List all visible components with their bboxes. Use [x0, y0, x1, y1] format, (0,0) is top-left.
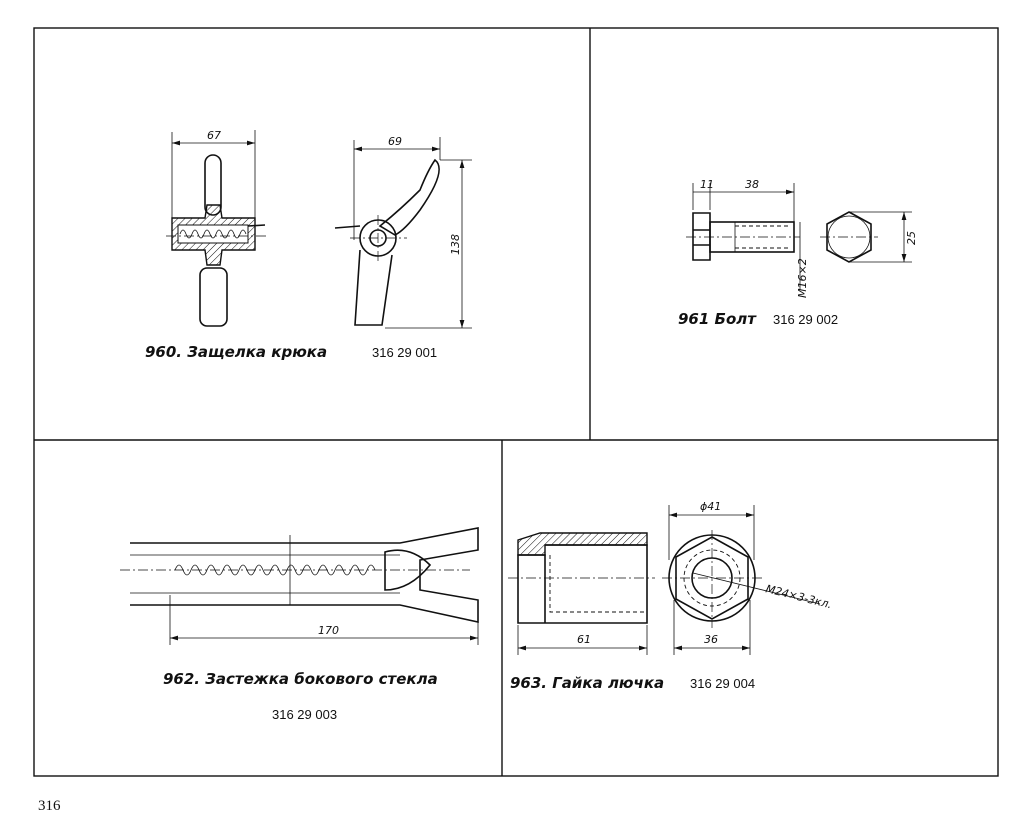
dim-label: 25 — [905, 231, 918, 245]
drawing-960-hook-latch: 67 69 138 960. Защелка крюка 316 29 001 — [145, 129, 472, 361]
page-number: 316 — [38, 798, 61, 814]
dim-label: 36 — [704, 633, 718, 646]
item-code: 316 29 002 — [773, 312, 838, 327]
dim-label: M16×2 — [796, 258, 809, 298]
item-code: 316 29 004 — [690, 676, 755, 691]
dim-label: 138 — [449, 234, 462, 255]
drawing-961-bolt: 11 38 25 M16×2 961 Болт 316 29 002 — [678, 178, 918, 328]
dim-label: 67 — [207, 129, 221, 142]
item-code: 316 29 003 — [272, 707, 337, 722]
item-caption: 961 Болт — [678, 310, 757, 328]
page-frame — [33, 27, 999, 777]
dim-label: ϕ41 — [700, 500, 721, 513]
dim-label: 69 — [388, 135, 402, 148]
drawing-963-hatch-nut: ϕ41 61 36 M24×3-3кл. 963. Гайка лючка 31… — [508, 500, 833, 692]
dim-label: M24×3-3кл. — [764, 582, 833, 611]
dim-label: 61 — [577, 633, 591, 646]
item-caption: 963. Гайка лючка — [510, 674, 664, 692]
item-code: 316 29 001 — [372, 345, 437, 360]
dim-label: 38 — [745, 178, 759, 191]
drawing-962-side-glass-fastener: 170 962. Застежка бокового стекла 316 29… — [120, 527, 479, 722]
item-caption: 960. Защелка крюка — [145, 343, 327, 361]
item-caption: 962. Застежка бокового стекла — [163, 670, 438, 688]
dim-label: 170 — [318, 624, 339, 637]
dim-label: 11 — [700, 178, 714, 191]
